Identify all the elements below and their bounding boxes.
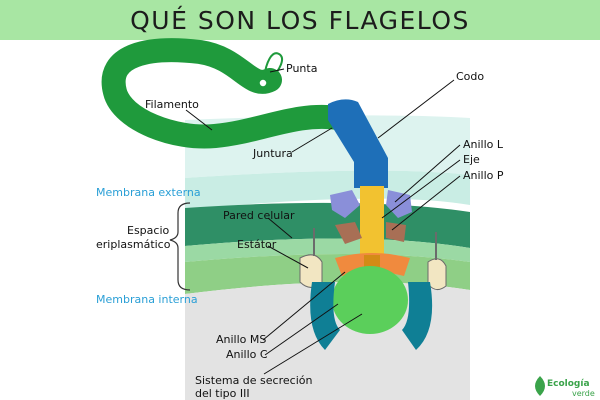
label-espacio-1: Espacio	[127, 224, 170, 237]
label-anillo-ms: Anillo MS	[216, 333, 266, 346]
label-espacio-2: eriplasmático	[96, 238, 171, 251]
label-filamento: Filamento	[145, 98, 199, 111]
label-estator: Estátor	[237, 238, 277, 251]
label-punta: Punta	[286, 62, 317, 75]
hook	[328, 99, 388, 188]
logo-line-2: verde	[572, 389, 595, 398]
filament-tip-cap	[258, 78, 268, 88]
page-title: QUÉ SON LOS FLAGELOS	[130, 6, 470, 35]
rod	[360, 186, 384, 266]
label-codo: Codo	[456, 70, 484, 83]
leader-juntura	[291, 127, 333, 153]
leader-anillo-ms	[262, 271, 346, 341]
brand-logo: Ecología verde	[535, 376, 595, 398]
title-banner	[0, 0, 600, 40]
leader-sistema	[263, 313, 363, 375]
leader-anillo-p	[391, 175, 461, 231]
leader-punta	[269, 68, 285, 73]
leader-filamento	[185, 109, 213, 131]
leader-pared	[267, 217, 293, 239]
label-sistema-1: Sistema de secreción	[195, 374, 312, 387]
label-anillo-l: Anillo L	[463, 138, 504, 151]
leader-lines	[185, 68, 461, 375]
logo-line-1: Ecología	[547, 379, 590, 389]
label-eje: Eje	[463, 153, 480, 166]
p-ring-right	[386, 222, 406, 242]
l-ring-right	[386, 190, 412, 218]
label-membrana-interna: Membrana interna	[96, 293, 198, 306]
c-ring	[332, 266, 408, 334]
p-ring	[335, 222, 362, 244]
leader-anillo-l	[394, 144, 461, 203]
export-apparatus	[310, 282, 433, 350]
periplasm-bracket	[169, 202, 191, 291]
leaf-icon	[535, 376, 545, 396]
stator-units	[299, 228, 447, 290]
leader-eje	[381, 159, 461, 219]
stator-right	[427, 258, 447, 290]
label-juntura: Juntura	[252, 147, 293, 160]
label-sistema-2: del tipo III	[195, 387, 250, 400]
leader-anillo-c	[264, 303, 339, 356]
labels: Punta Codo Filamento Juntura Anillo L Ej…	[96, 62, 504, 400]
label-pared-celular: Pared celular	[223, 209, 295, 222]
l-ring	[330, 190, 360, 218]
periplasm	[185, 238, 470, 262]
label-membrana-externa: Membrana externa	[96, 186, 201, 199]
label-anillo-c: Anillo C	[226, 348, 268, 361]
label-anillo-p: Anillo P	[463, 169, 504, 182]
leader-estator	[267, 245, 309, 269]
outer-membrane	[185, 170, 470, 210]
leader-codo	[377, 79, 455, 139]
filament	[101, 38, 350, 149]
filament-tip	[263, 52, 283, 81]
